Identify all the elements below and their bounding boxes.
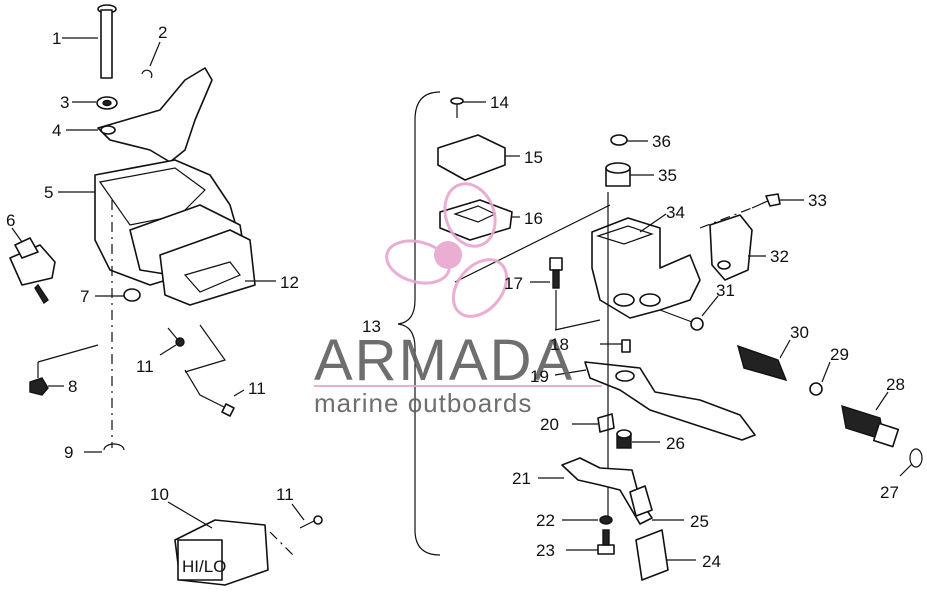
label-4: 4 bbox=[52, 121, 61, 140]
label-3: 3 bbox=[60, 93, 69, 112]
oring-part-27 bbox=[909, 448, 923, 468]
leader-29 bbox=[821, 361, 831, 383]
switch-label-text: HI/LO bbox=[182, 557, 226, 576]
leader-11b bbox=[233, 389, 245, 397]
clip-part-2 bbox=[141, 69, 153, 79]
label-36: 36 bbox=[652, 132, 671, 151]
label-28: 28 bbox=[886, 375, 905, 394]
bolt-part-23 bbox=[597, 529, 615, 555]
screw-part-11a bbox=[167, 327, 185, 347]
nut-part-8 bbox=[29, 377, 49, 396]
label-6: 6 bbox=[6, 211, 15, 230]
propeller-hub-icon bbox=[434, 241, 462, 269]
cap-part-15 bbox=[437, 134, 506, 181]
ring-part-9 bbox=[103, 443, 125, 451]
screw-part-11b bbox=[213, 401, 235, 417]
leader-11c bbox=[291, 503, 305, 521]
boot-part-12 bbox=[159, 229, 256, 306]
brand-tagline: marine outboards bbox=[314, 388, 532, 418]
bushing-part-26 bbox=[616, 429, 632, 449]
label-8: 8 bbox=[68, 377, 77, 396]
screw-part-11c bbox=[299, 515, 323, 529]
hilo-switch-part-10: HI/LO bbox=[174, 519, 269, 586]
washer-part-22 bbox=[599, 515, 613, 525]
screw-part-33 bbox=[751, 193, 781, 209]
label-20: 20 bbox=[540, 415, 559, 434]
label-18: 18 bbox=[550, 335, 569, 354]
label-21: 21 bbox=[512, 469, 531, 488]
label-7: 7 bbox=[80, 287, 89, 306]
leader-19 bbox=[554, 369, 587, 376]
label-14: 14 bbox=[490, 93, 509, 112]
washer-part-36 bbox=[610, 134, 628, 146]
bushing-part-35 bbox=[605, 162, 631, 187]
label-2: 2 bbox=[158, 23, 167, 42]
label-24: 24 bbox=[702, 552, 721, 571]
screw-part-14 bbox=[450, 97, 464, 118]
diaphragm-part-16 bbox=[439, 199, 513, 241]
label-23: 23 bbox=[536, 541, 555, 560]
label-1: 1 bbox=[52, 29, 61, 48]
label-29: 29 bbox=[830, 345, 849, 364]
left-assembly: HI/LO bbox=[9, 4, 323, 586]
brand-name: ARMADA bbox=[314, 328, 574, 393]
label-30: 30 bbox=[790, 323, 809, 342]
leader-28 bbox=[875, 391, 889, 411]
right-assembly bbox=[437, 97, 923, 581]
clamp-part-32 bbox=[709, 214, 753, 281]
leader-10 bbox=[167, 501, 213, 529]
armada-watermark: ARMADA marine outboards bbox=[314, 182, 602, 418]
plate-part-24 bbox=[635, 529, 669, 581]
label-5: 5 bbox=[44, 183, 53, 202]
knob-part-6 bbox=[9, 237, 56, 305]
label-27: 27 bbox=[880, 483, 899, 502]
spacer-part-20 bbox=[597, 413, 615, 433]
leader-11a bbox=[159, 344, 177, 356]
washer-part-7 bbox=[123, 288, 141, 302]
label-33: 33 bbox=[808, 191, 827, 210]
label-22: 22 bbox=[536, 511, 555, 530]
pin-part-1 bbox=[97, 4, 117, 79]
leader-27 bbox=[899, 463, 913, 477]
pin-part-18 bbox=[621, 339, 631, 353]
label-26: 26 bbox=[666, 434, 685, 453]
callout-labels: 1 2 3 4 5 6 7 8 9 10 11 11 11 12 13 14 1… bbox=[6, 23, 905, 571]
bracket-part-21 bbox=[561, 457, 653, 525]
label-11c: 11 bbox=[276, 485, 294, 504]
propeller-logo-icon bbox=[385, 182, 509, 318]
label-11b: 11 bbox=[248, 379, 266, 398]
cover-part-4 bbox=[97, 67, 213, 163]
spring-part-30 bbox=[736, 344, 788, 382]
piston-part-28 bbox=[841, 404, 900, 448]
bolt-part-17 bbox=[549, 257, 563, 289]
leader-34 bbox=[639, 213, 667, 233]
label-17: 17 bbox=[504, 274, 523, 293]
label-34: 34 bbox=[666, 203, 685, 222]
label-19: 19 bbox=[530, 367, 549, 386]
leader-2 bbox=[149, 41, 161, 67]
label-15: 15 bbox=[524, 148, 543, 167]
washer-part-29 bbox=[809, 382, 823, 396]
label-12: 12 bbox=[280, 273, 299, 292]
label-32: 32 bbox=[770, 247, 789, 266]
leader-31 bbox=[701, 295, 719, 317]
bracket-13 bbox=[397, 91, 441, 556]
label-10: 10 bbox=[150, 485, 169, 504]
leader-30 bbox=[779, 339, 791, 359]
label-16: 16 bbox=[524, 209, 543, 228]
washer-part-31 bbox=[690, 317, 704, 331]
label-35: 35 bbox=[658, 166, 677, 185]
clip-part-25 bbox=[629, 485, 653, 517]
leader-6 bbox=[11, 227, 23, 243]
label-25: 25 bbox=[690, 512, 709, 531]
label-13: 13 bbox=[362, 317, 381, 336]
label-31: 31 bbox=[716, 281, 735, 300]
label-9: 9 bbox=[64, 443, 73, 462]
label-11a: 11 bbox=[136, 357, 154, 376]
